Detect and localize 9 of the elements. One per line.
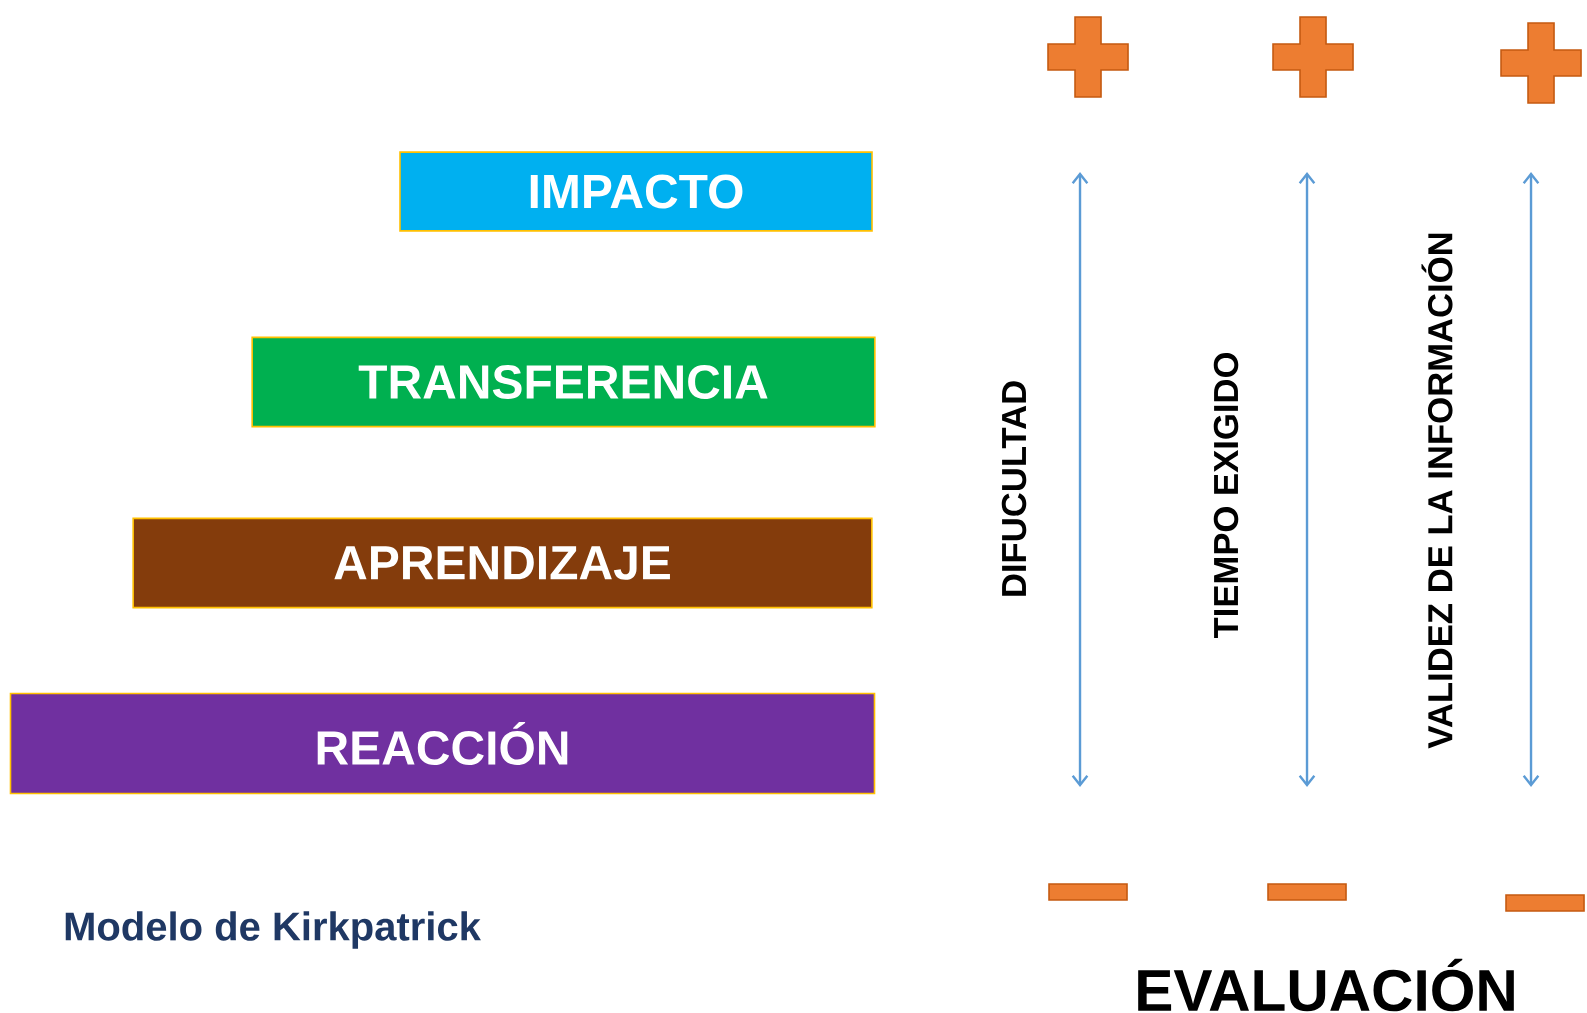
level-bar: APRENDIZAJE xyxy=(132,517,873,609)
heading-text: EVALUACIÓN xyxy=(1138,958,1514,1012)
level-bar: IMPACTO xyxy=(399,151,873,232)
axis-label: TIEMPO EXIGIDO xyxy=(1213,352,1239,639)
level-bar: REACCIÓN xyxy=(9,692,876,795)
axis-label: DIFUCULTAD xyxy=(1001,381,1027,596)
caption-text: Modelo de Kirkpatrick xyxy=(65,911,481,949)
level-bar: TRANSFERENCIA xyxy=(251,336,876,428)
axis-label: VALIDEZ DE LA INFORMACIÓN xyxy=(1421,233,1453,749)
